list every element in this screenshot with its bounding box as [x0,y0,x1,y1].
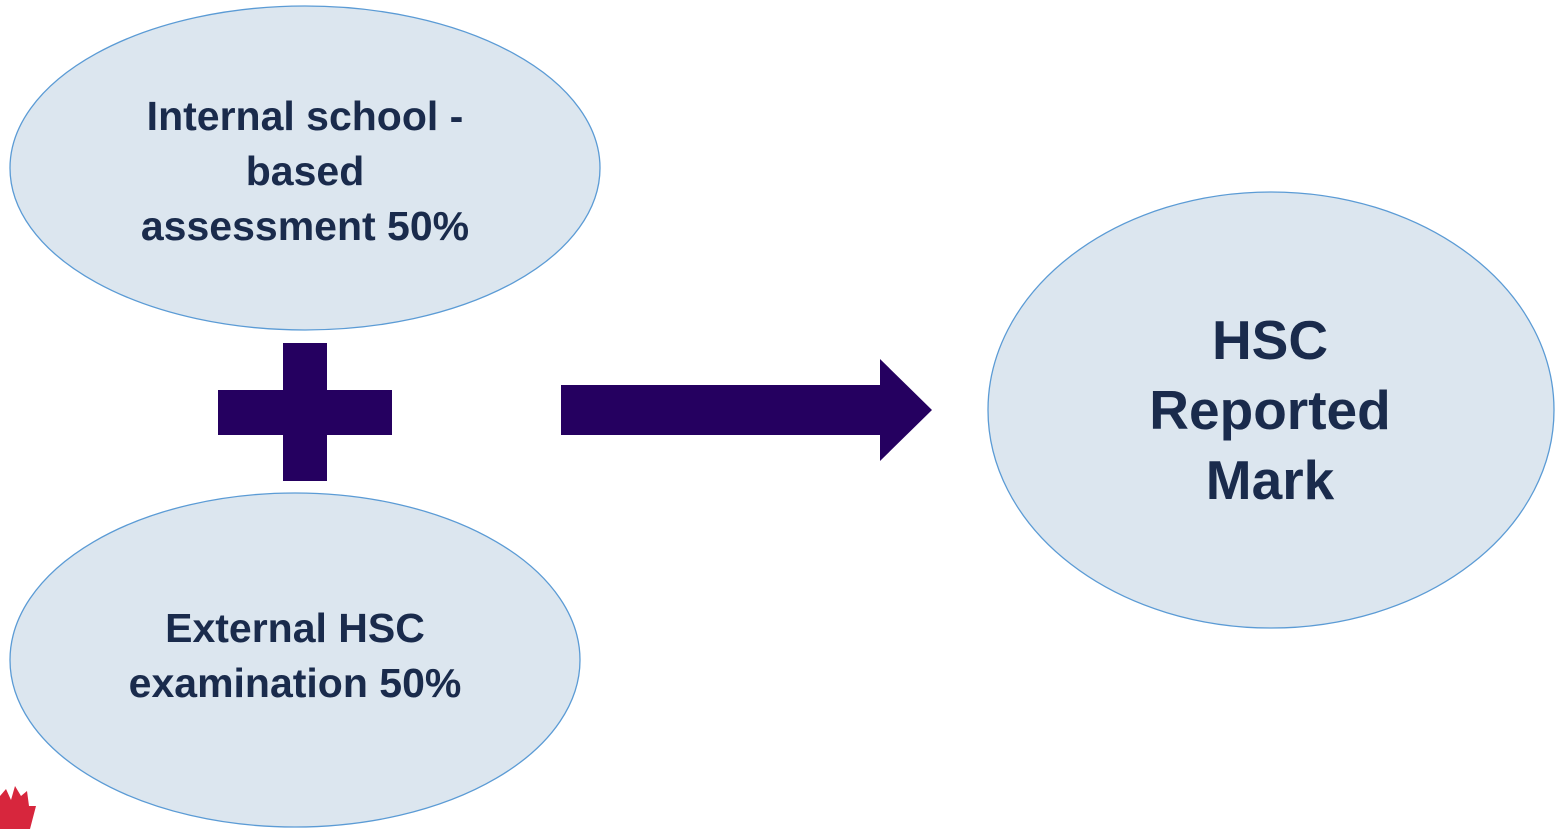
hsc-reported-mark-ellipse [987,191,1555,629]
external-examination-label: External HSC examination 50% [50,600,540,712]
internal-assessment-line-2: based [245,147,365,194]
hsc-reported-mark-line-3: Mark [1205,449,1335,511]
arrow-right-icon [561,359,932,461]
external-examination-line-2: examination 50% [128,660,462,706]
internal-assessment-line-3: assessment 50% [140,202,470,249]
plus-icon [218,343,392,481]
internal-assessment-label: Internal school - based assessment 50% [60,88,550,254]
hsc-reported-mark-line-2: Reported [1149,379,1391,441]
internal-assessment-ellipse [9,5,601,331]
internal-assessment-line-1: Internal school - [146,92,464,139]
external-examination-line-1: External HSC [165,605,425,651]
external-examination-ellipse [9,492,581,828]
hsc-reported-mark-line-1: HSC [1211,309,1329,371]
waratah-logo-icon [0,786,36,829]
hsc-reported-mark-label: HSC Reported Mark [1040,305,1500,515]
